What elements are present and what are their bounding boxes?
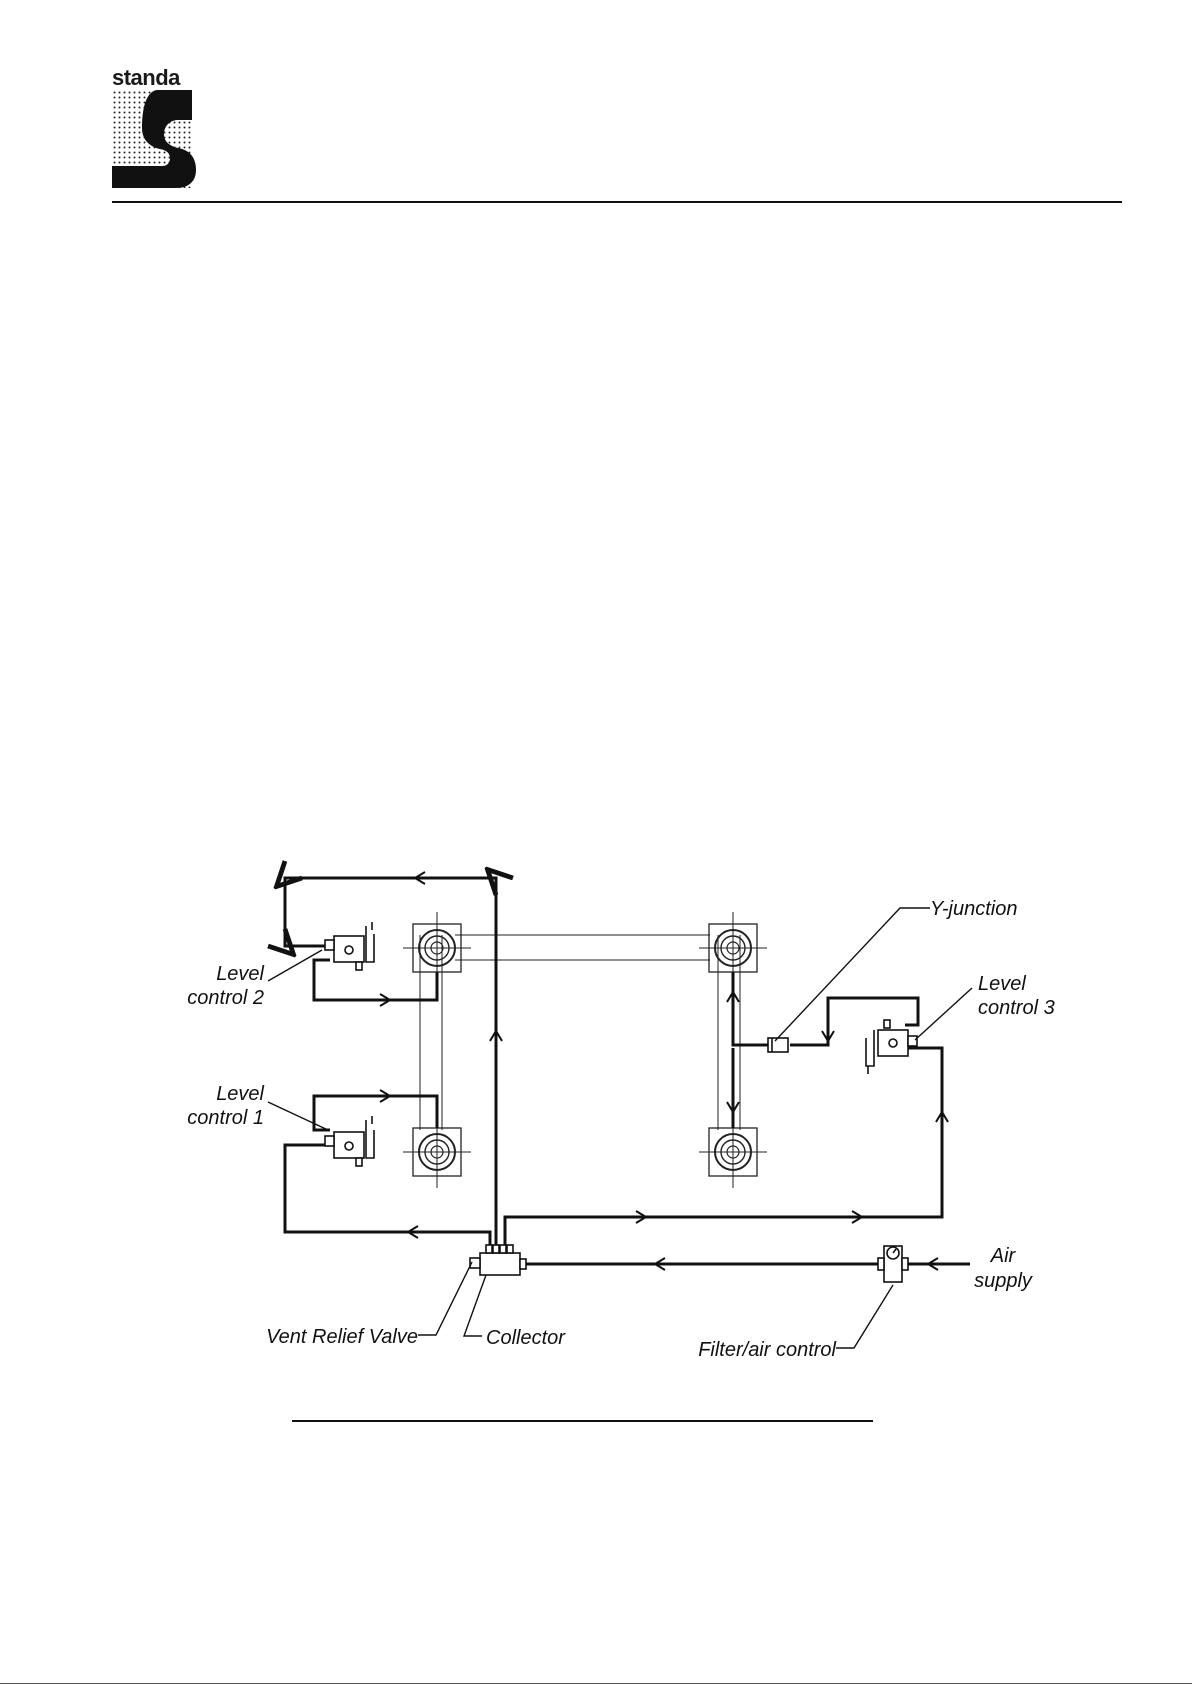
label-level-control-1-line2: control 1 bbox=[187, 1107, 264, 1129]
pneumatic-leveling-diagram: Level control 2 Level control 1 Y-juncti… bbox=[0, 860, 1192, 1380]
label-level-control-2-line2: control 2 bbox=[187, 987, 264, 1009]
logo-wordmark: standa bbox=[112, 68, 180, 88]
table-frame bbox=[420, 935, 740, 1130]
standa-s-logo-icon bbox=[112, 90, 196, 190]
label-filter-air-control: Filter/air control bbox=[698, 1339, 836, 1361]
level-control-1-valve bbox=[325, 1116, 374, 1166]
level-control-2-valve bbox=[325, 922, 374, 970]
label-vent-relief-valve: Vent Relief Valve bbox=[266, 1326, 418, 1348]
label-y-junction: Y-junction bbox=[930, 898, 1017, 920]
label-level-control-3-line2: control 3 bbox=[978, 997, 1055, 1019]
header-divider bbox=[112, 201, 1122, 203]
page-bottom-edge bbox=[0, 1683, 1192, 1684]
label-air-supply-line1: Air bbox=[990, 1245, 1017, 1267]
filter-air-control-unit bbox=[878, 1246, 908, 1282]
label-air-supply-line2: supply bbox=[974, 1270, 1033, 1292]
collector-manifold bbox=[470, 1245, 526, 1275]
y-junction-fitting bbox=[768, 1038, 788, 1052]
label-level-control-1-line1: Level bbox=[216, 1083, 264, 1105]
label-level-control-2-line1: Level bbox=[216, 963, 264, 985]
label-level-control-3-line1: Level bbox=[978, 973, 1026, 995]
company-logo: standa bbox=[112, 68, 196, 190]
caption-divider bbox=[292, 1420, 873, 1422]
flow-arrows bbox=[380, 872, 948, 1270]
leader-lines bbox=[268, 908, 972, 1348]
label-collector: Collector bbox=[486, 1327, 566, 1349]
